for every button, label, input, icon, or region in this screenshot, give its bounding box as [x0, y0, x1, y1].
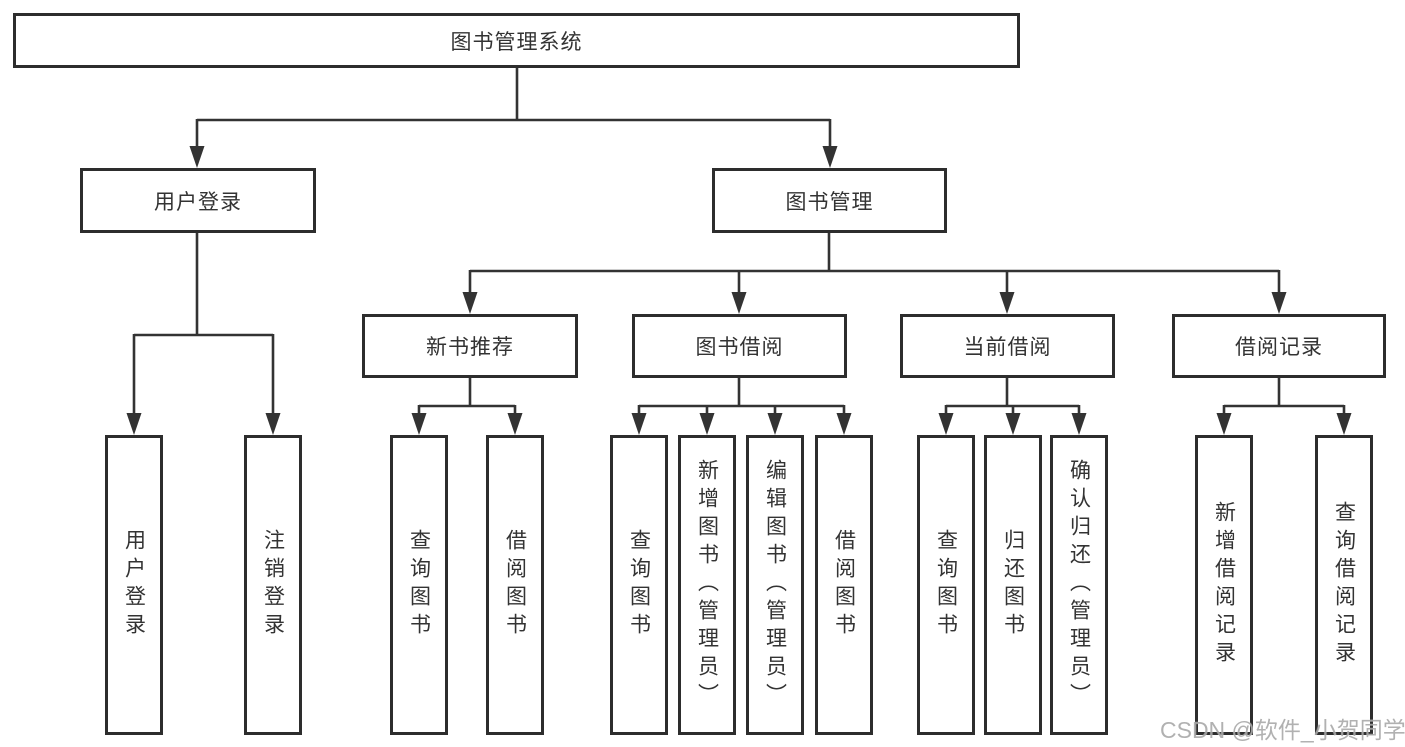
leaf-add-book-admin: 新增图书（管理员） — [678, 435, 736, 735]
arrowhead — [999, 292, 1015, 314]
arrowhead — [699, 413, 715, 435]
arrowhead — [507, 413, 523, 435]
connector-user-login-branch — [126, 233, 281, 435]
arrowhead — [1216, 413, 1232, 435]
arrowhead — [1271, 292, 1287, 314]
connector-book-mgmt-to-level3 — [462, 233, 1287, 314]
node-label: 查询图书 — [407, 529, 431, 641]
node-label: 查询图书 — [934, 529, 958, 641]
node-label: 编辑图书（管理员） — [763, 459, 787, 711]
watermark: CSDN @软件_小贺同学 — [1160, 717, 1405, 743]
arrowhead — [189, 146, 205, 168]
connector-new-book-branch — [411, 378, 523, 435]
arrowhead — [938, 413, 954, 435]
arrowhead — [836, 413, 852, 435]
leaf-user-login: 用户登录 — [105, 435, 163, 735]
node-root: 图书管理系统 — [13, 13, 1020, 68]
node-label: 用户登录 — [122, 529, 146, 641]
node-label: 图书借阅 — [695, 336, 784, 359]
node-label: 归还图书 — [1001, 529, 1025, 641]
node-label: 图书管理系统 — [450, 30, 583, 54]
arrowhead — [462, 292, 478, 314]
node-book-management: 图书管理 — [712, 168, 947, 233]
leaf-return-books: 归还图书 — [984, 435, 1042, 735]
arrowhead — [1005, 413, 1021, 435]
node-label: 新增借阅记录 — [1212, 501, 1236, 669]
node-book-borrow: 图书借阅 — [632, 314, 847, 378]
node-label: 用户登录 — [154, 190, 242, 214]
node-label: 借阅图书 — [832, 529, 856, 641]
leaf-query-books-borrow: 查询图书 — [610, 435, 668, 735]
connector-root-to-level2 — [189, 68, 838, 168]
leaf-borrow-books: 借阅图书 — [815, 435, 873, 735]
node-label: 注销登录 — [261, 529, 285, 641]
leaf-add-borrow-record: 新增借阅记录 — [1195, 435, 1253, 735]
node-label: 确认归还（管理员） — [1067, 459, 1091, 711]
arrowhead — [411, 413, 427, 435]
leaf-edit-book-admin: 编辑图书（管理员） — [746, 435, 804, 735]
arrowhead — [1071, 413, 1087, 435]
arrowhead — [767, 413, 783, 435]
node-user-login: 用户登录 — [80, 168, 316, 233]
arrowhead — [731, 292, 747, 314]
node-label: 查询图书 — [627, 529, 651, 641]
node-label: 图书管理 — [785, 190, 874, 214]
node-label: 查询借阅记录 — [1332, 501, 1356, 669]
node-label: 借阅图书 — [503, 529, 527, 641]
node-current-borrow: 当前借阅 — [900, 314, 1115, 378]
leaf-borrow-books-recommend: 借阅图书 — [486, 435, 544, 735]
arrowhead — [1336, 413, 1352, 435]
leaf-logout: 注销登录 — [244, 435, 302, 735]
node-label: 借阅记录 — [1235, 336, 1323, 359]
arrowhead — [631, 413, 647, 435]
arrowhead — [265, 413, 281, 435]
node-label: 当前借阅 — [963, 336, 1052, 359]
leaf-confirm-return-admin: 确认归还（管理员） — [1050, 435, 1108, 735]
node-borrow-records: 借阅记录 — [1172, 314, 1386, 378]
leaf-query-books-current: 查询图书 — [917, 435, 975, 735]
connector-book-borrow-branch — [631, 378, 852, 435]
arrowhead — [126, 413, 142, 435]
node-new-book-recommend: 新书推荐 — [362, 314, 578, 378]
leaf-query-borrow-record: 查询借阅记录 — [1315, 435, 1373, 735]
leaf-query-books-recommend: 查询图书 — [390, 435, 448, 735]
connector-current-borrow-branch — [938, 378, 1087, 435]
node-label: 新书推荐 — [426, 336, 514, 359]
connector-borrow-records-branch — [1216, 378, 1352, 435]
arrowhead — [822, 146, 838, 168]
node-label: 新增图书（管理员） — [695, 459, 719, 711]
